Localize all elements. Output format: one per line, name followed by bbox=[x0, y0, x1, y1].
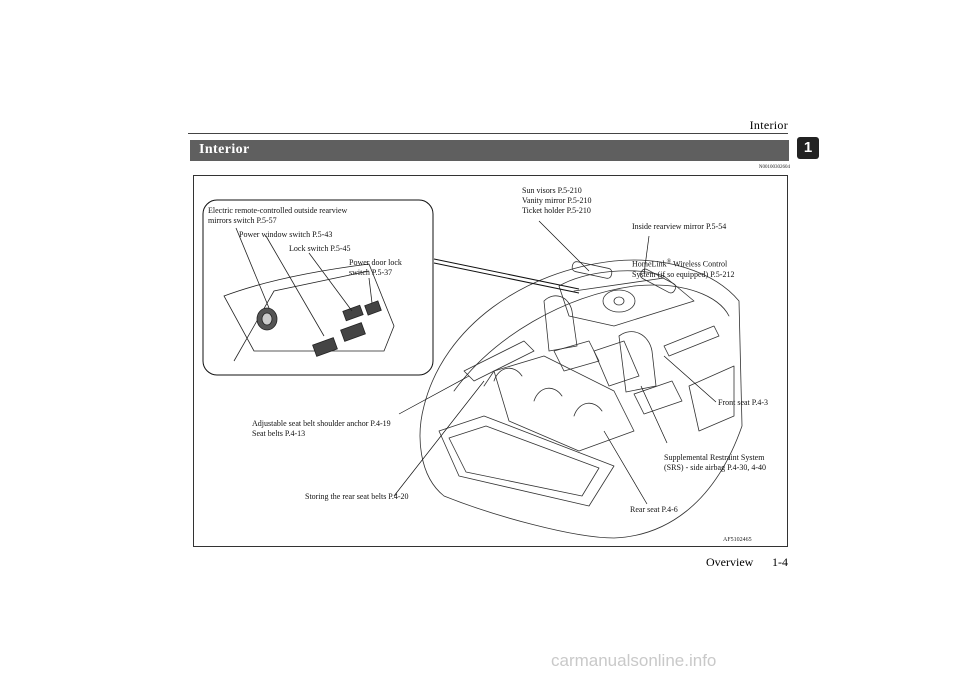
car-roofline bbox=[453, 284, 730, 392]
sun-visor-left bbox=[571, 261, 613, 279]
label-outside-mirror-switch: Electric remote-controlled outside rearv… bbox=[208, 206, 348, 225]
label-homelink: Inside rearview mirror P.5-54 HomeLink® … bbox=[632, 202, 734, 300]
car-body-outline bbox=[419, 259, 743, 539]
front-seat-left bbox=[543, 295, 578, 352]
window-switch-1 bbox=[312, 337, 338, 357]
footer-page-number: 1-4 bbox=[772, 555, 788, 569]
header-rule bbox=[188, 133, 788, 134]
door-lock-switch bbox=[364, 300, 382, 316]
homelink-text: HomeLink bbox=[632, 259, 667, 269]
label-rear-seat: Rear seat P.4-6 bbox=[630, 505, 678, 514]
label-front-seat: Front seat P.4-3 bbox=[718, 398, 768, 407]
section-title: Interior bbox=[199, 142, 250, 157]
dashboard bbox=[558, 270, 695, 327]
reference-code: N00100302604 bbox=[758, 165, 790, 170]
label-storing-rear-belts: Storing the rear seat belts P.4-20 bbox=[305, 492, 409, 501]
rear-seat-bench bbox=[493, 355, 635, 452]
chapter-tab: 1 bbox=[797, 137, 819, 159]
label-inside-rearview-mirror: Inside rearview mirror P.5-54 bbox=[632, 222, 727, 231]
detail-callout-box bbox=[202, 199, 434, 376]
sun-visor-right bbox=[639, 268, 677, 294]
interior-figure: Electric remote-controlled outside rearv… bbox=[193, 175, 788, 547]
label-sun-visors: Sun visors P.5-210 Vanity mirror P.5-210… bbox=[522, 186, 592, 215]
homelink-suffix: Wireless Control System (if so equipped)… bbox=[632, 259, 735, 279]
label-power-door-lock-switch: Power door lock switch P.5-37 bbox=[349, 258, 402, 277]
figure-id: AF5102465 bbox=[723, 537, 752, 543]
label-lock-switch: Lock switch P.5-45 bbox=[289, 244, 351, 253]
interior-illustration bbox=[202, 199, 743, 539]
section-heading-bar: Interior bbox=[190, 140, 789, 161]
center-console bbox=[593, 340, 640, 387]
label-shoulder-anchor: Adjustable seat belt shoulder anchor P.4… bbox=[252, 419, 391, 438]
door-trim bbox=[463, 340, 535, 382]
watermark: carmanualsonline.info bbox=[551, 651, 717, 670]
label-power-window-switch: Power window switch P.5-43 bbox=[239, 230, 333, 239]
rear-deck bbox=[438, 415, 615, 507]
front-seat-right bbox=[618, 331, 657, 393]
footer-section-name: Overview bbox=[706, 555, 754, 569]
callout-pointer bbox=[433, 258, 580, 290]
window-switch-2 bbox=[340, 322, 366, 342]
steering-wheel bbox=[602, 289, 636, 313]
label-srs-side-airbag: Supplemental Restraint System (SRS) - si… bbox=[664, 453, 766, 472]
lock-switch bbox=[342, 304, 364, 322]
door-armrest bbox=[223, 263, 395, 352]
homelink-registered-mark: ® bbox=[666, 259, 672, 265]
running-head: Interior bbox=[749, 118, 788, 132]
